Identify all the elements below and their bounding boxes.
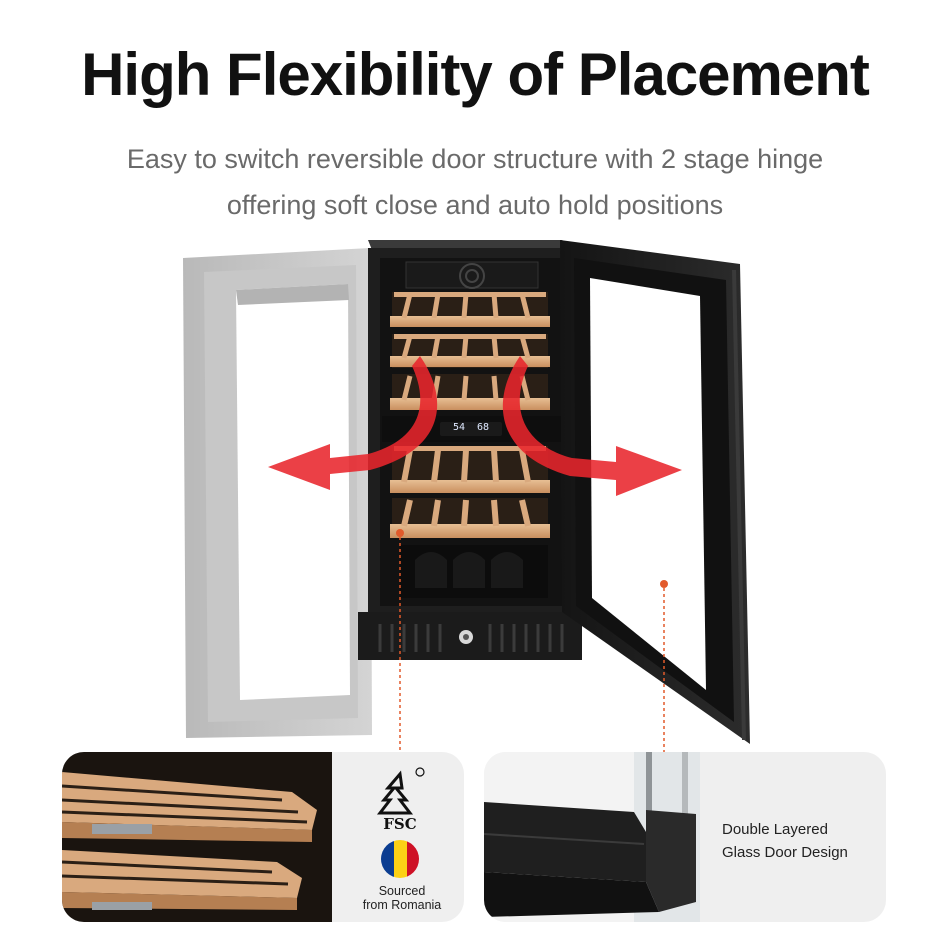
callout-door bbox=[660, 580, 668, 752]
glass-door-caption: Double Layered Glass Door Design bbox=[722, 818, 882, 864]
kick-plate bbox=[358, 612, 582, 660]
callout-shelf bbox=[396, 529, 404, 752]
left-open-door bbox=[183, 248, 372, 738]
headline: High Flexibility of Placement bbox=[81, 41, 870, 108]
glass-door-caption-line-1: Double Layered bbox=[722, 821, 828, 838]
origin-line-1: Sourced bbox=[378, 884, 426, 898]
wood-shelf-detail-card bbox=[62, 752, 464, 922]
wood-shelf-closeup bbox=[62, 752, 332, 922]
right-swing-arrow bbox=[502, 356, 682, 496]
fsc-tree-icon bbox=[376, 767, 425, 815]
right-open-door bbox=[560, 240, 750, 744]
subheadline-line-2: offering soft close and auto hold positi… bbox=[226, 190, 724, 220]
fsc-label: FSC bbox=[383, 815, 417, 833]
lower-shelves bbox=[390, 446, 550, 598]
origin-caption: Sourced from Romania bbox=[352, 884, 452, 912]
romania-flag-icon bbox=[381, 840, 419, 878]
origin-line-2: from Romania bbox=[362, 898, 442, 912]
left-swing-arrow bbox=[268, 356, 438, 490]
subheadline-line-1: Easy to switch reversible door structure… bbox=[126, 144, 824, 174]
glass-door-detail-card bbox=[484, 752, 886, 922]
upper-shelves bbox=[390, 292, 550, 410]
glass-door-closeup bbox=[484, 752, 700, 922]
glass-door-caption-line-2: Glass Door Design bbox=[722, 844, 848, 861]
temperature-display: 54 68 bbox=[452, 422, 490, 433]
